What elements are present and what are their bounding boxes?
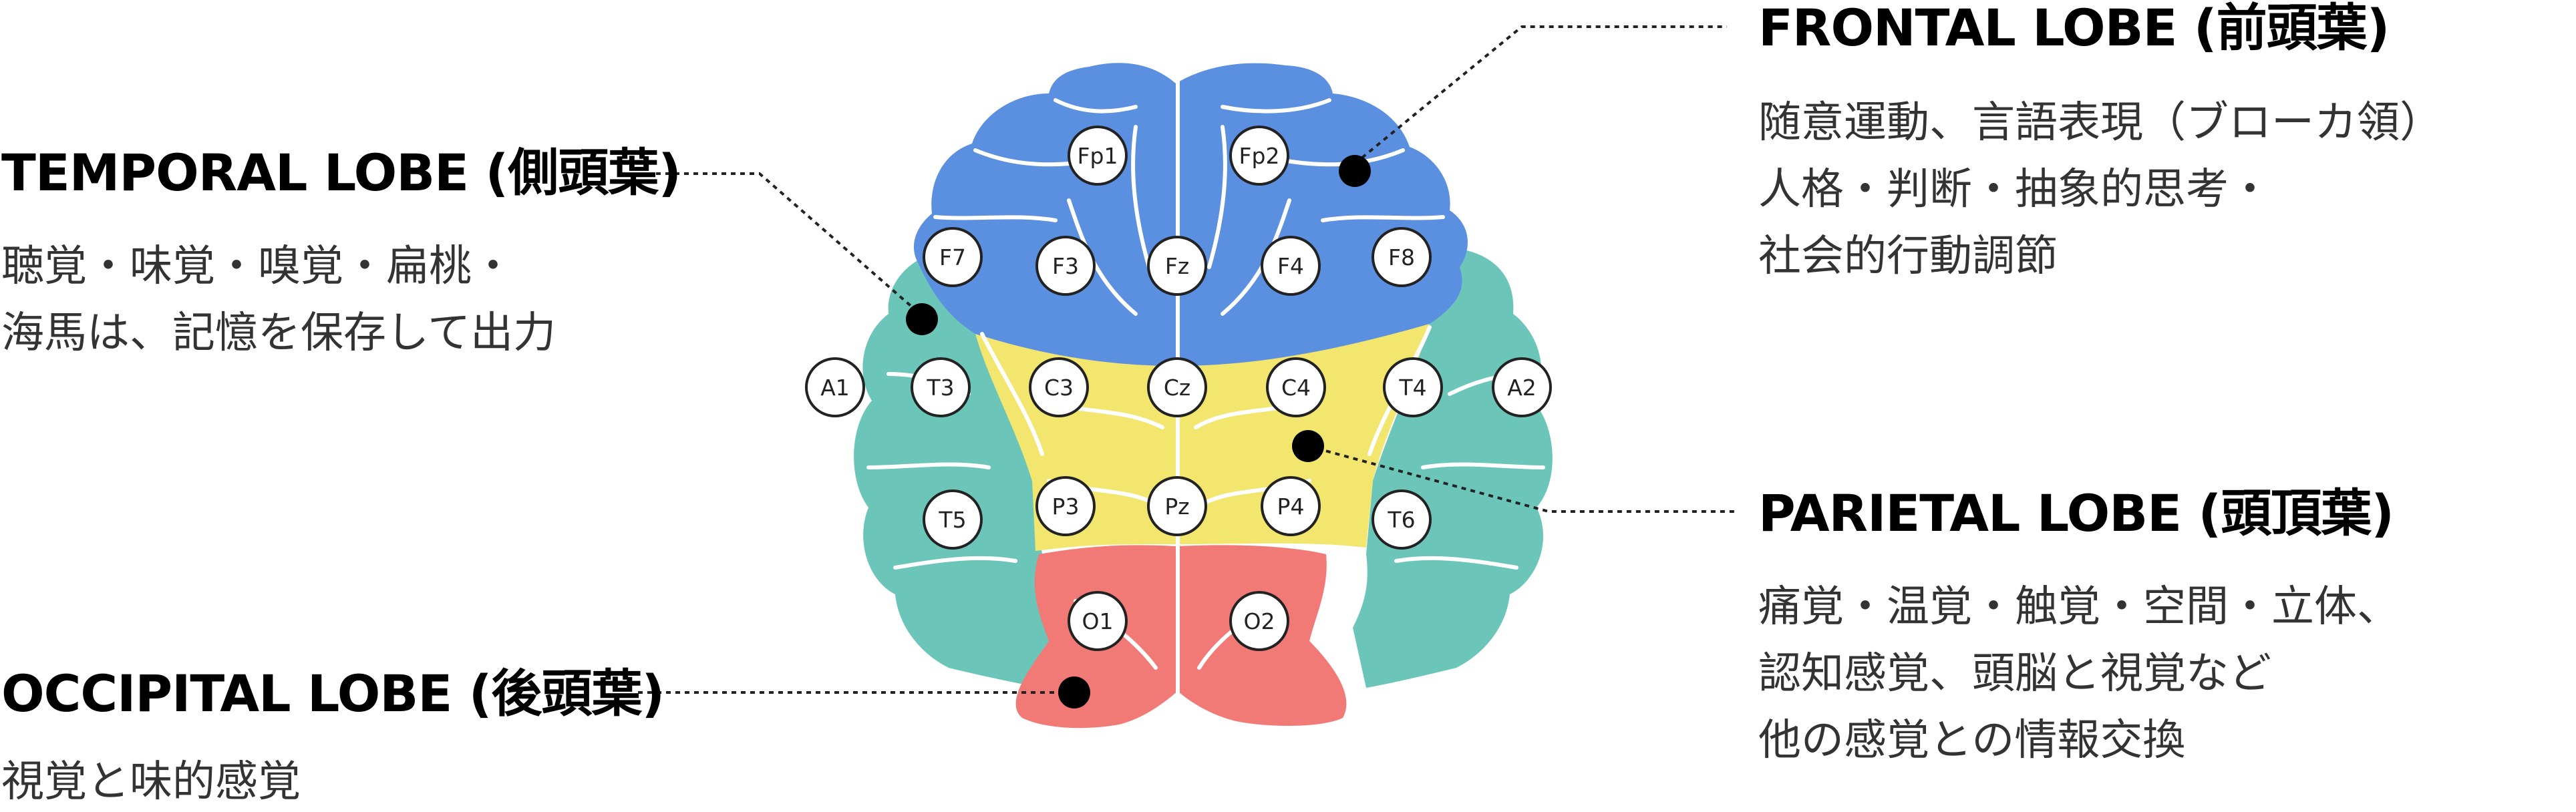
parietal-desc-line-1: 痛覚・温覚・触覚・空間・立体、 xyxy=(1758,582,2400,632)
electrode-marker xyxy=(1147,357,1207,417)
electrode-marker xyxy=(1261,236,1321,296)
electrode-marker xyxy=(1492,357,1552,417)
electrode-label: T6 xyxy=(1387,507,1415,533)
frontal-desc-line-3: 社会的行動調節 xyxy=(1758,232,2058,281)
electrode-marker xyxy=(1147,476,1207,536)
electrode-f7: F7 xyxy=(923,227,983,287)
electrode-marker xyxy=(1035,236,1096,296)
electrode-label: C4 xyxy=(1281,375,1311,401)
electrode-t6: T6 xyxy=(1372,489,1432,550)
electrode-marker xyxy=(1383,357,1443,417)
electrode-marker xyxy=(1229,126,1289,186)
electrode-label: F8 xyxy=(1388,244,1415,270)
frontal-title: FRONTAL LOBE (前頭葉) xyxy=(1758,0,2389,57)
electrode-marker xyxy=(1229,591,1289,651)
electrode-marker xyxy=(805,357,865,417)
occipital-title: OCCIPITAL LOBE (後頭葉) xyxy=(1,664,664,723)
occipital-dot xyxy=(1058,676,1090,708)
electrode-o2: O2 xyxy=(1229,591,1289,651)
frontal-lobe xyxy=(913,63,1468,367)
temporal-lobe-left xyxy=(854,247,1056,688)
electrode-label: F4 xyxy=(1277,253,1304,279)
parietal-desc-line-2: 認知感覚、頭脳と視覚など xyxy=(1758,649,2271,698)
frontal-leader-line xyxy=(1353,25,1727,165)
parietal-title: PARIETAL LOBE (頭頂葉) xyxy=(1758,483,2394,543)
electrode-f8: F8 xyxy=(1372,227,1432,287)
electrode-marker xyxy=(1372,227,1432,287)
electrode-label: T4 xyxy=(1398,375,1426,401)
electrode-cz: Cz xyxy=(1147,357,1207,417)
parietal-leader-line xyxy=(1307,445,1737,513)
electrode-label: A2 xyxy=(1507,375,1537,401)
electrode-label: Fz xyxy=(1165,253,1189,279)
parietal-label: PARIETAL LOBE (頭頂葉) 痛覚・温覚・触覚・空間・立体、 認知感覚… xyxy=(1758,483,2400,765)
temporal-leader-line xyxy=(656,172,921,315)
electrode-label: O2 xyxy=(1244,608,1275,634)
electrode-t3: T3 xyxy=(911,357,971,417)
electrode-label: P4 xyxy=(1277,493,1305,520)
electrode-a2: A2 xyxy=(1492,357,1552,417)
temporal-label: TEMPORAL LOBE (側頭葉) 聴覚・味覚・嗅覚・扁桃・ 海馬は、記憶を… xyxy=(1,143,681,358)
electrode-t4: T4 xyxy=(1383,357,1443,417)
temporal-desc-line-2: 海馬は、記憶を保存して出力 xyxy=(1,309,556,358)
electrode-label: Cz xyxy=(1164,375,1190,401)
electrode-label: C3 xyxy=(1044,375,1074,401)
leader-lines xyxy=(638,25,1737,694)
electrode-marker xyxy=(1068,591,1128,651)
electrode-marker xyxy=(923,489,983,550)
parietal-dot xyxy=(1292,430,1324,462)
parietal-desc-line-3: 他の感覚との情報交換 xyxy=(1758,716,2185,765)
electrode-label: Fp2 xyxy=(1239,143,1280,169)
electrode-p4: P4 xyxy=(1261,476,1321,536)
electrode-marker xyxy=(1068,126,1128,186)
electrode-label: T5 xyxy=(938,507,966,533)
electrode-label: P3 xyxy=(1052,493,1080,520)
electrode-fz: Fz xyxy=(1147,236,1207,296)
electrode-marker xyxy=(1029,357,1089,417)
electrode-marker xyxy=(1147,236,1207,296)
temporal-desc-line-1: 聴覚・味覚・嗅覚・扁桃・ xyxy=(1,242,514,291)
frontal-dot xyxy=(1339,155,1371,187)
frontal-label: FRONTAL LOBE (前頭葉) 随意運動、言語表現（ブローカ領） 人格・判… xyxy=(1758,0,2442,281)
electrode-label: F7 xyxy=(939,244,966,270)
electrode-label: Pz xyxy=(1164,493,1189,520)
electrode-marker xyxy=(1035,476,1096,536)
electrode-p3: P3 xyxy=(1035,476,1096,536)
electrode-marker xyxy=(911,357,971,417)
temporal-dot xyxy=(906,303,938,335)
frontal-desc-line-2: 人格・判断・抽象的思考・ xyxy=(1758,165,2271,214)
electrode-label: F3 xyxy=(1052,253,1079,279)
occipital-desc-line-1: 視覚と味的感覚 xyxy=(1,757,301,807)
electrode-f3: F3 xyxy=(1035,236,1096,296)
temporal-title: TEMPORAL LOBE (側頭葉) xyxy=(1,143,681,202)
electrode-marker xyxy=(1266,357,1326,417)
electrode-marker xyxy=(1372,489,1432,550)
frontal-desc-line-1: 随意運動、言語表現（ブローカ領） xyxy=(1758,98,2442,148)
electrode-a1: A1 xyxy=(805,357,865,417)
electrode-label: Fp1 xyxy=(1078,143,1118,169)
electrode-pz: Pz xyxy=(1147,476,1207,536)
electrode-fp2: Fp2 xyxy=(1229,126,1289,186)
electrode-f4: F4 xyxy=(1261,236,1321,296)
electrode-label: T3 xyxy=(926,375,954,401)
electrode-marker xyxy=(1261,476,1321,536)
occipital-label: OCCIPITAL LOBE (後頭葉) 視覚と味的感覚 xyxy=(1,664,665,807)
electrode-o1: O1 xyxy=(1068,591,1128,651)
electrode-c3: C3 xyxy=(1029,357,1089,417)
electrode-marker xyxy=(923,227,983,287)
electrode-t5: T5 xyxy=(923,489,983,550)
leader-dots xyxy=(906,155,1371,708)
electrode-label: A1 xyxy=(820,375,850,401)
electrode-label: O1 xyxy=(1082,608,1114,634)
occipital-lobe xyxy=(1015,545,1347,729)
electrode-c4: C4 xyxy=(1266,357,1326,417)
temporal-lobe-right xyxy=(1353,247,1553,688)
electrode-fp1: Fp1 xyxy=(1068,126,1128,186)
